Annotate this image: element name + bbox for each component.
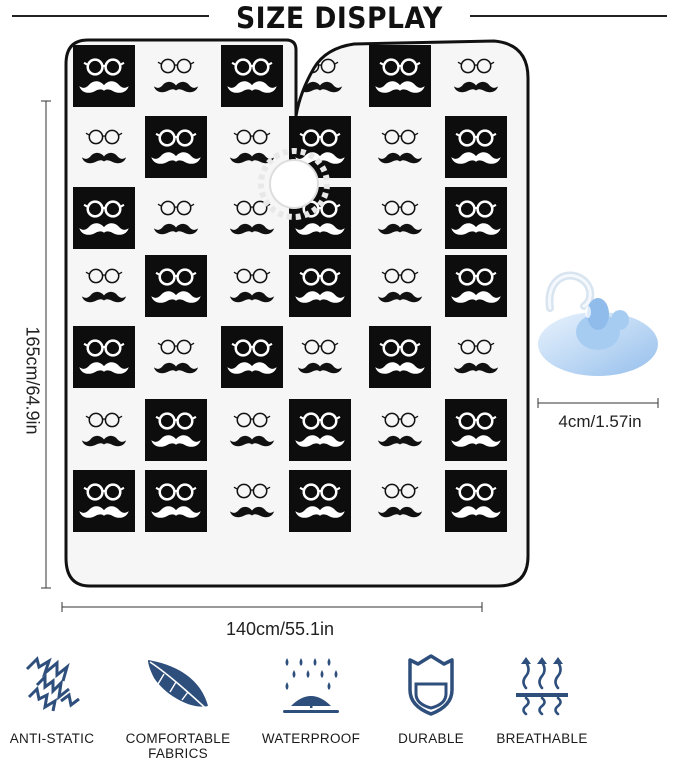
suction-hook-image [528,262,668,392]
heat-waves-icon [516,657,568,716]
header-rule-right [470,15,667,17]
feature-waterproof: WATERPROOF [246,645,376,764]
header-rule-left [12,15,209,17]
pattern-tile [221,326,283,388]
cape-pattern [64,38,530,588]
feature-label: BREATHABLE [496,731,588,746]
feature-anti-static: ANTI-STATIC [0,645,117,764]
pattern-tile [369,326,431,388]
pattern-tile [369,45,431,107]
feature-label: DURABLE [398,731,464,746]
pattern-tile [445,116,507,178]
page-title-wrap: SIZE DISPLAY [0,0,679,36]
feature-label: ANTI-STATIC [9,731,95,746]
pattern-tile [73,187,135,249]
hook-dimension-label: 4cm/1.57in [558,412,642,431]
pattern-tile [289,255,351,317]
feature-label: WATERPROOF [261,731,361,746]
pattern-tile [73,326,135,388]
pattern-tile [145,470,207,532]
neck-opening [269,159,319,209]
pattern-tile [445,255,507,317]
feature-breathable: BREATHABLE [477,645,607,764]
page-title: SIZE DISPLAY [236,1,443,35]
width-dimension-label: 140cm/55.1in [225,619,335,639]
height-dimension-label: 165cm/64.9in [22,325,43,435]
feather-icon [148,660,213,715]
pattern-tile [73,470,135,532]
pattern-tile [73,45,135,107]
feature-comfortable-fabrics: COMFORTABLE FABRICS [113,645,243,764]
pattern-tile [289,399,351,461]
pattern-tile [289,470,351,532]
pattern-tile [445,470,507,532]
anti-static-icon [25,656,80,712]
pattern-tile [445,187,507,249]
pattern-tile [221,45,283,107]
shield-icon [408,654,454,716]
feature-durable: DURABLE [366,645,496,764]
pattern-tile [145,255,207,317]
feature-label: COMFORTABLE FABRICS [125,731,231,761]
umbrella-rain-icon [283,658,339,713]
pattern-tile [145,116,207,178]
cape-image [64,36,532,589]
features-row: ANTI-STATIC COMFORTABLE FABRICS [0,645,679,764]
pattern-tile [445,399,507,461]
pattern-tile [145,399,207,461]
